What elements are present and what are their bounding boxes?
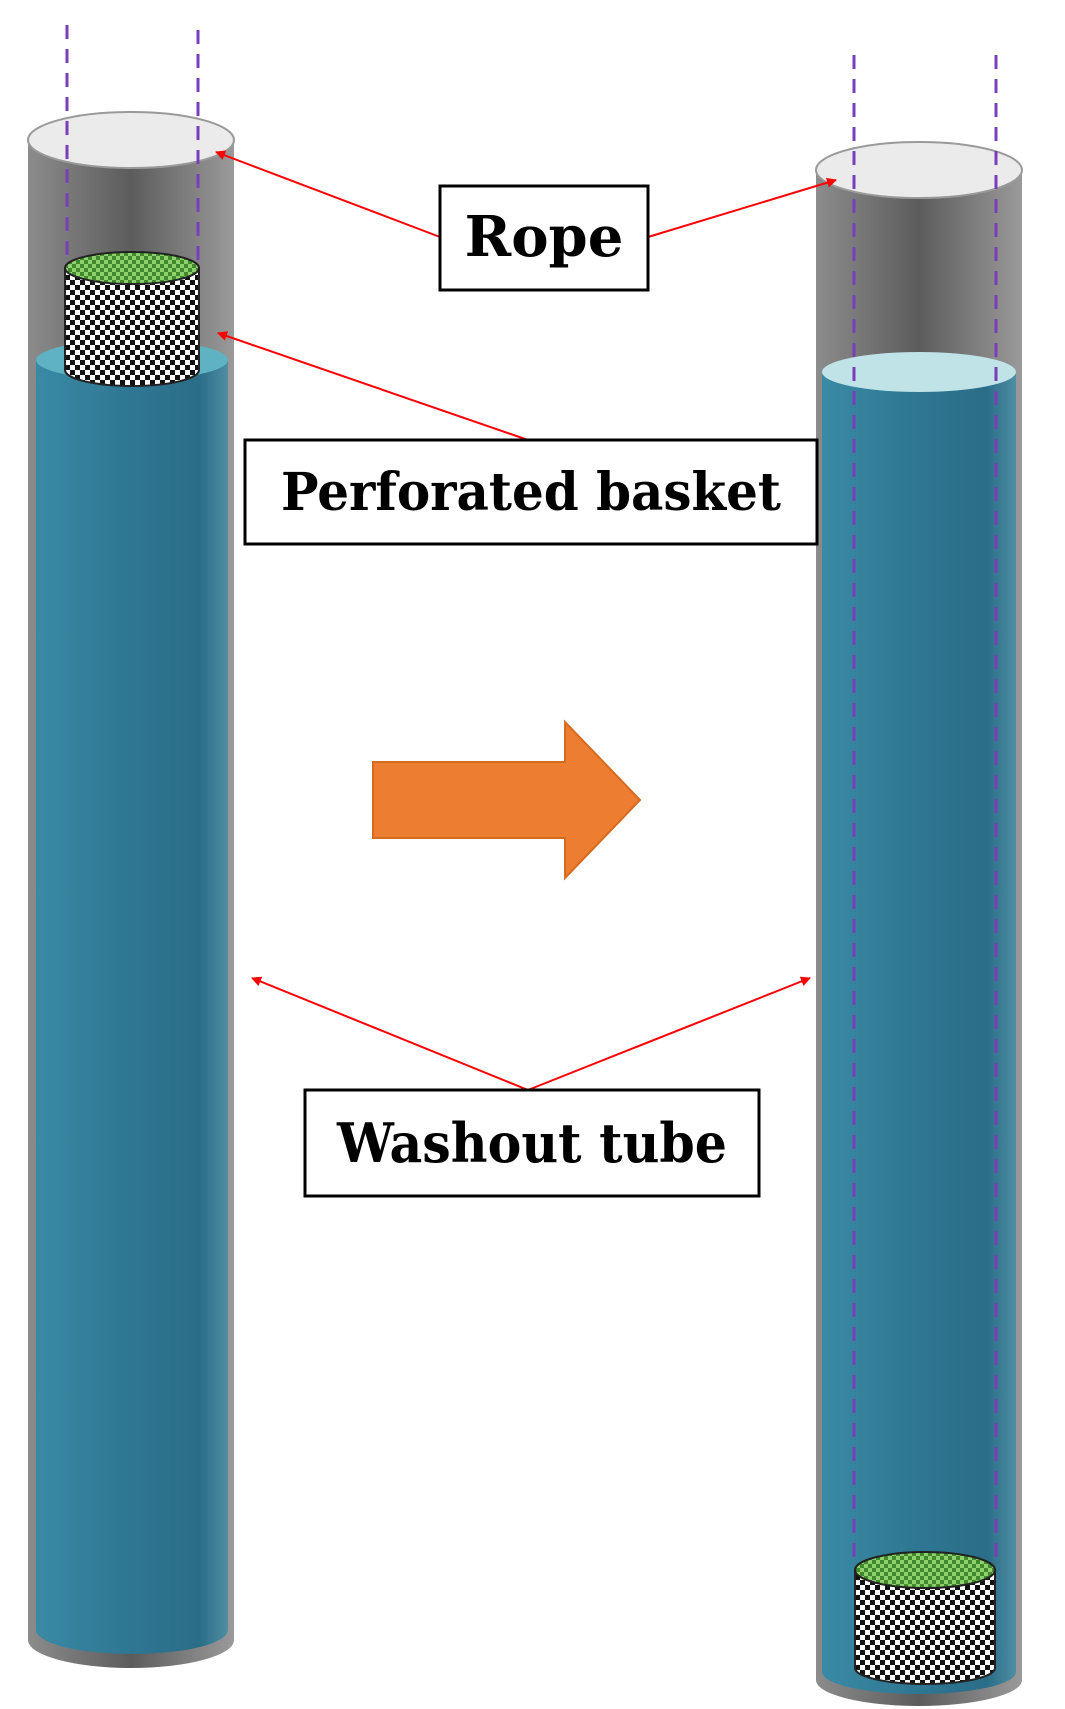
rope-leader-right — [647, 177, 837, 238]
tube-leader-left — [251, 976, 529, 1091]
left-basket-body — [64, 267, 200, 387]
right-arrow-icon — [372, 719, 642, 881]
right-water-surface — [822, 352, 1016, 392]
tube-label-box: Washout tube — [303, 1088, 761, 1198]
basket-label-box: Perforated basket — [243, 438, 819, 546]
left-tube-water — [36, 360, 228, 1654]
rope-label-border — [438, 184, 650, 292]
right-tube-water — [822, 372, 1016, 1694]
right-perforated-basket — [854, 1551, 996, 1685]
left-tube-top-rim — [27, 111, 235, 169]
left-basket-top — [64, 251, 200, 285]
basket-label-border — [243, 438, 819, 546]
tube-label-border — [303, 1088, 761, 1198]
right-basket-body — [854, 1569, 996, 1685]
leader-lines — [215, 150, 837, 1091]
basket-label: Perforated basket — [281, 462, 781, 523]
rope-leader-left — [215, 150, 441, 238]
right-basket-top — [854, 1551, 996, 1589]
tube-label: Washout tube — [336, 1111, 727, 1175]
left-perforated-basket — [64, 251, 200, 387]
tube-leader-right — [527, 976, 811, 1091]
right-tube — [815, 55, 1023, 1706]
rope-label: Rope — [465, 204, 624, 270]
basket-leader — [217, 331, 529, 441]
rope-label-box: Rope — [438, 184, 650, 292]
right-tube-top-rim — [815, 141, 1023, 199]
left-tube — [27, 25, 235, 1668]
